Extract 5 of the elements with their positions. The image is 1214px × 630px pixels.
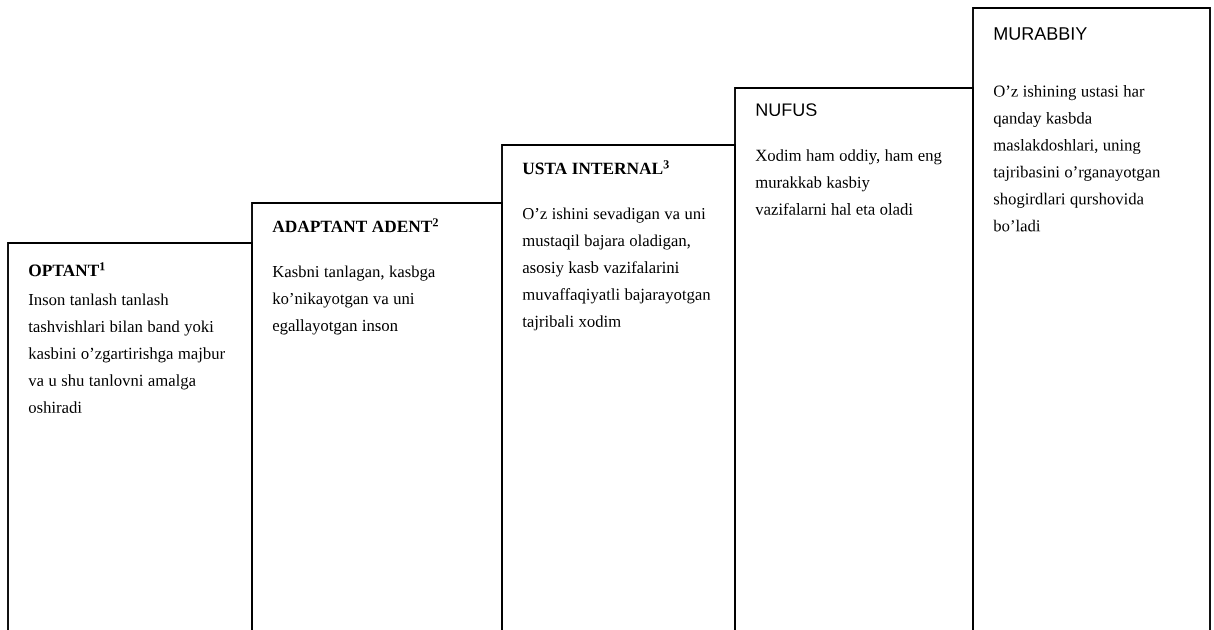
step-box: MURABBIY O’z ishining ustasi har qanday kasbda maslakdoshlari, uning tajribasini o’rganayotgan shogirdlari qurshovida bo’ladi [972,7,1211,630]
step-box: USTA INTERNAL$^{3}$ O’z ishini sevadigan va uni mustaqil bajara oladigan, asosiy kasb vazifalarini muvaffaqiyatli bajarayotgan tajribali xodim [501,144,736,630]
step-box: OPTANT$^{1}$ Inson tanlash tanlash tashvishlari bilan band yoki kasbini o’zgartirishga majbur va u shu tanlovni amalga oshiradi [7,242,253,630]
step-box: NUFUS Xodim ham oddiy, ham eng murakkab kasbiy vazifalarni hal eta oladi [734,87,974,630]
step-box: ADAPTANT ADENT$^{2}$ Kasbni tanlagan, kasbga ko’nikayotgan va uni egallayotgan inson [251,202,503,630]
